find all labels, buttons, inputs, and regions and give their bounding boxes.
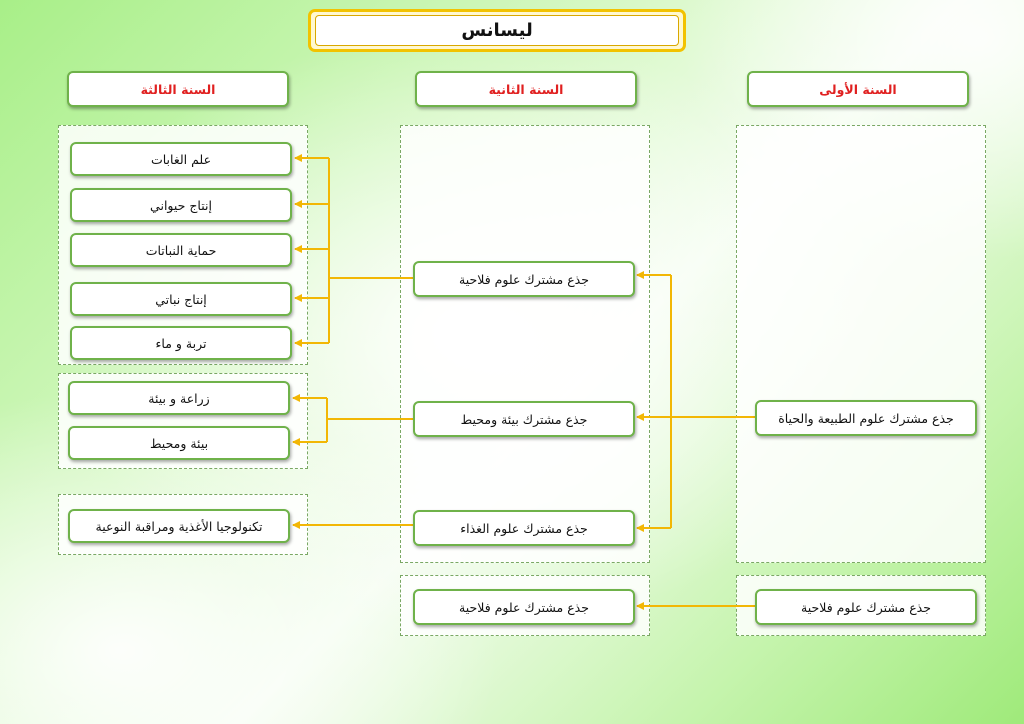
node-third-agri-environment: زراعة و بيئة [68,381,290,415]
group-first-year-main [736,125,986,563]
node-first-common-core-agri: جذع مشترك علوم فلاحية [755,589,977,625]
header-third-year: السنة الثالثة [67,71,289,107]
node-third-soil-water: تربة و ماء [70,326,292,360]
header-first-year: السنة الأولى [747,71,969,107]
node-first-common-core-nature-life: جذع مشترك علوم الطبيعة والحياة [755,400,977,436]
node-second-common-core-food: جذع مشترك علوم الغذاء [413,510,635,546]
page-title: ليسانس [315,15,679,46]
node-third-food-tech: تكنولوجيا الأغذية ومراقبة النوعية [68,509,290,543]
node-third-plant-protection: حماية النباتات [70,233,292,267]
node-second-common-core-environment: جذع مشترك بيئة ومحيط [413,401,635,437]
node-third-animal-production: إنتاج حيواني [70,188,292,222]
group-second-year-main [400,125,650,563]
node-third-environment: بيئة ومحيط [68,426,290,460]
node-second-common-core-agri: جذع مشترك علوم فلاحية [413,261,635,297]
node-third-plant-production: إنتاج نباتي [70,282,292,316]
title-frame: ليسانس [308,9,686,52]
node-third-forestry: علم الغابات [70,142,292,176]
header-second-year: السنة الثانية [415,71,637,107]
node-second-common-core-agri-2: جذع مشترك علوم فلاحية [413,589,635,625]
